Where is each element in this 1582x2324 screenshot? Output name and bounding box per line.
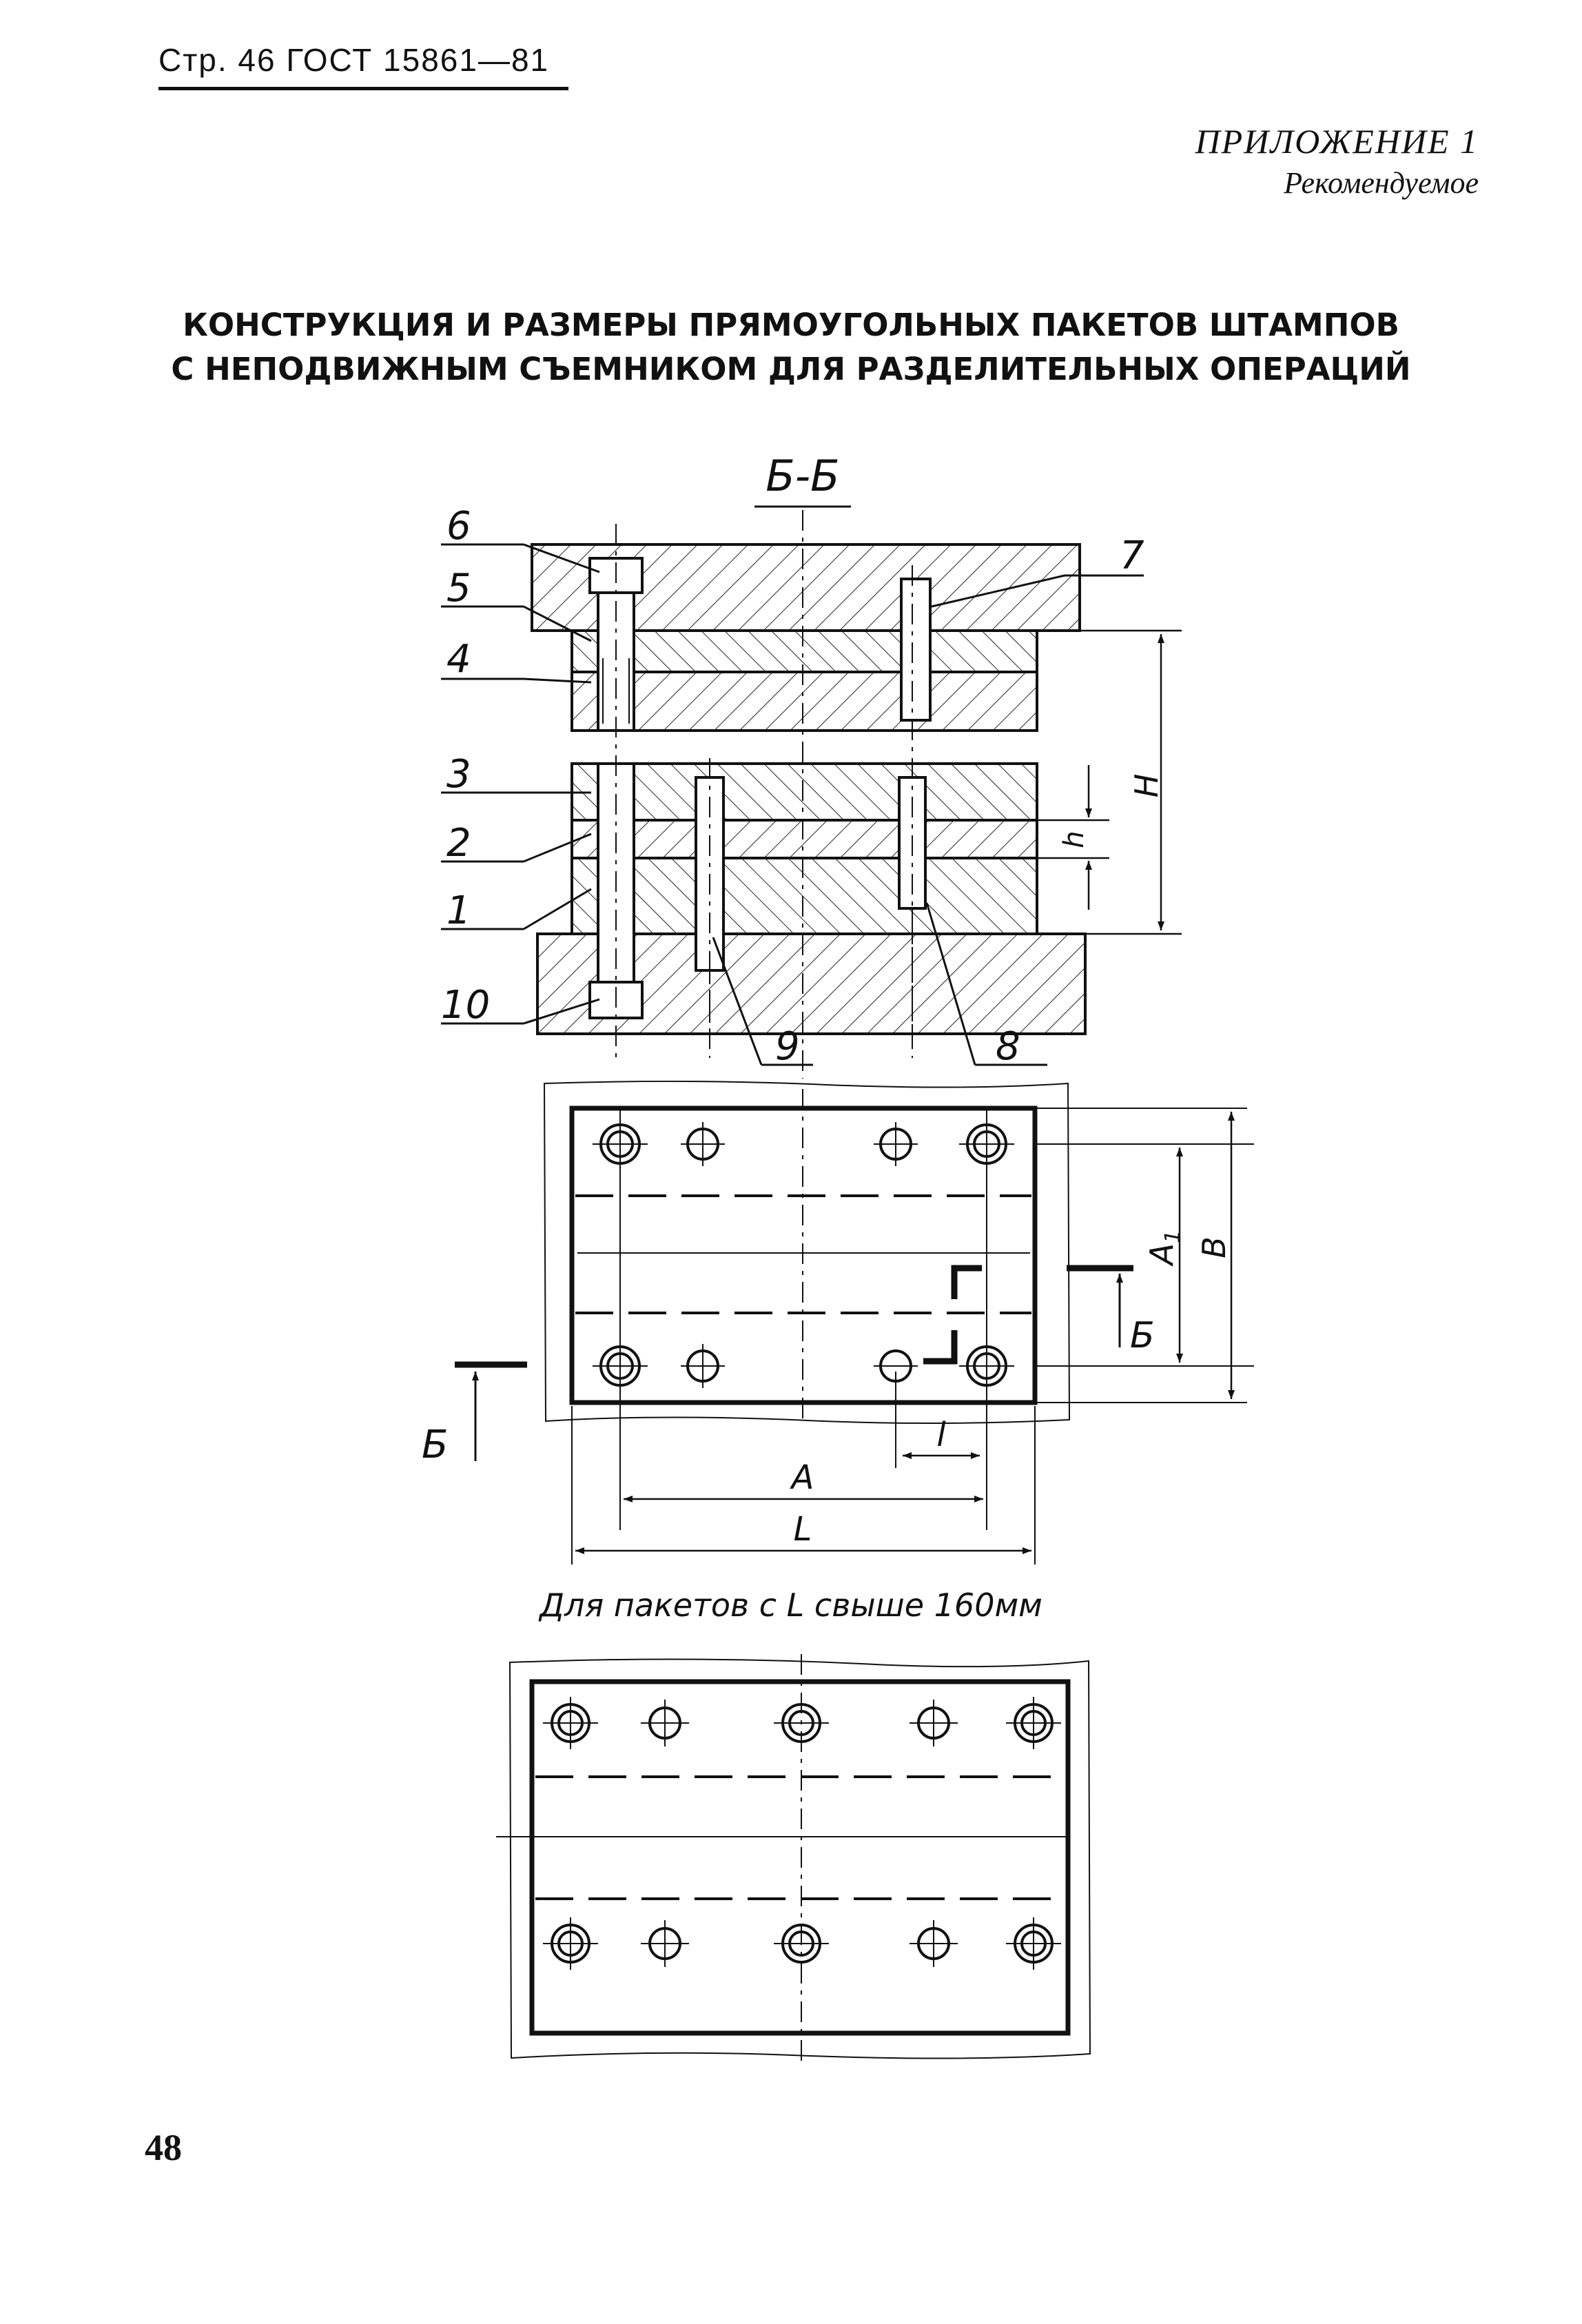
dim-L: L	[794, 1510, 812, 1549]
section-view: Б-Б	[441, 451, 1182, 1079]
drawing-caption: Для пакетов с L свыше 160мм	[538, 1587, 1042, 1624]
plate-3	[571, 762, 1038, 822]
part-label-8: 8	[996, 1024, 1020, 1069]
header-rule	[158, 87, 568, 90]
page-number: 48	[145, 2127, 182, 2168]
part-label-7: 7	[1120, 533, 1144, 578]
part-label-6: 6	[446, 504, 471, 549]
dim-B: B	[1195, 1236, 1233, 1258]
dim-A1: A1	[1143, 1230, 1185, 1267]
section-label: Б-Б	[766, 451, 839, 501]
plate-2	[571, 819, 1038, 859]
appendix-block: ПРИЛОЖЕНИЕ 1 Рекомендуемое	[1195, 121, 1479, 201]
dim-A1-subscript: 1	[1161, 1230, 1185, 1243]
plan-view-large	[496, 1654, 1091, 2061]
appendix-subtitle: Рекомендуемое	[1284, 166, 1479, 200]
appendix-title: ПРИЛОЖЕНИЕ 1	[1195, 122, 1479, 161]
part-label-10: 10	[441, 983, 490, 1028]
part-label-9: 9	[775, 1024, 800, 1069]
dim-h: h	[1058, 830, 1090, 848]
section-mark-left: Б	[422, 1423, 448, 1467]
dim-l: l	[936, 1416, 946, 1454]
title-line-2: С НЕПОДВИЖНЫМ СЪЕМНИКОМ ДЛЯ РАЗДЕЛИТЕЛЬН…	[171, 351, 1411, 387]
plate-5	[571, 629, 1038, 673]
part-label-4: 4	[446, 637, 471, 682]
dim-A: A	[790, 1458, 814, 1497]
page-header: Стр. 46 ГОСТ 15861—81	[158, 42, 550, 78]
part-label-3: 3	[446, 752, 471, 797]
plate-1	[571, 857, 1038, 935]
part-label-1: 1	[446, 888, 471, 933]
part-label-5: 5	[446, 566, 471, 611]
document-title: КОНСТРУКЦИЯ И РАЗМЕРЫ ПРЯМОУГОЛЬНЫХ ПАКЕ…	[0, 303, 1582, 391]
plan-view: Б Б A1 B l A L	[422, 1080, 1254, 1564]
dim-H: H	[1128, 774, 1165, 798]
plate-4	[571, 671, 1038, 732]
section-mark-right: Б	[1130, 1315, 1155, 1356]
part-label-2: 2	[446, 821, 471, 866]
dim-A1-letter: A	[1143, 1243, 1180, 1267]
title-line-1: КОНСТРУКЦИЯ И РАЗМЕРЫ ПРЯМОУГОЛЬНЫХ ПАКЕ…	[183, 307, 1399, 343]
